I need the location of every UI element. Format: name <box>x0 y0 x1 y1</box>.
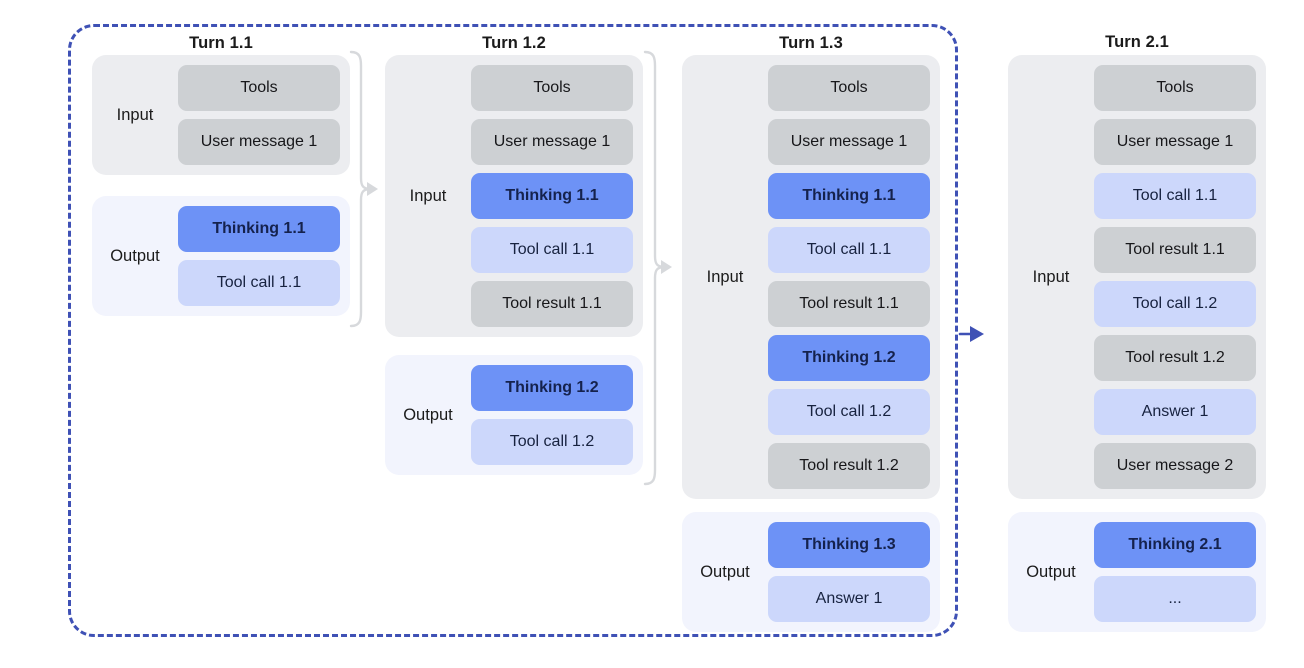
message-chip: Tools <box>1094 65 1256 111</box>
input-group-label: Input <box>1032 267 1070 286</box>
column-title: Turn 1.1 <box>189 34 253 52</box>
output-group: Output Thinking 2.1... <box>1008 512 1266 632</box>
input-group-label: Input <box>706 267 744 286</box>
message-chip: Thinking 1.1 <box>178 206 340 252</box>
message-chip: Tool call 1.2 <box>768 389 930 435</box>
message-chip: Tools <box>768 65 930 111</box>
message-chip: Tool call 1.2 <box>471 419 633 465</box>
message-chip: User message 2 <box>1094 443 1256 489</box>
message-chip: Tool call 1.1 <box>768 227 930 273</box>
column-title: Turn 1.2 <box>482 34 546 52</box>
message-chip: Thinking 1.2 <box>471 365 633 411</box>
output-group-label: Output <box>1026 562 1076 581</box>
message-chip: Tool result 1.2 <box>1094 335 1256 381</box>
message-chip: Tool call 1.1 <box>1094 173 1256 219</box>
message-chip: Tool result 1.2 <box>768 443 930 489</box>
column-title: Turn 2.1 <box>1105 33 1169 51</box>
output-group-label: Output <box>700 562 750 581</box>
column-title: Turn 1.3 <box>779 34 843 52</box>
message-chip: Answer 1 <box>768 576 930 622</box>
message-chip: ... <box>1094 576 1256 622</box>
message-chip: Thinking 1.1 <box>768 173 930 219</box>
output-group-label: Output <box>110 246 160 265</box>
output-group-label: Output <box>403 405 453 424</box>
message-chip: Thinking 1.3 <box>768 522 930 568</box>
message-chip: User message 1 <box>1094 119 1256 165</box>
message-chip: User message 1 <box>178 119 340 165</box>
brace-turn-1-1-to-1-2 <box>347 50 387 330</box>
input-group-label: Input <box>116 105 154 124</box>
arrow-turn-1-3-to-2-1 <box>958 322 994 346</box>
message-chip: Tool result 1.1 <box>1094 227 1256 273</box>
message-chip: Tool call 1.1 <box>178 260 340 306</box>
message-chip: User message 1 <box>768 119 930 165</box>
message-chip: Tool call 1.2 <box>1094 281 1256 327</box>
message-chip: Tools <box>178 65 340 111</box>
message-chip: User message 1 <box>471 119 633 165</box>
message-chip: Tool result 1.1 <box>471 281 633 327</box>
message-chip: Tool result 1.1 <box>768 281 930 327</box>
input-group-label: Input <box>409 186 447 205</box>
turn-1-grouping-region <box>68 24 958 637</box>
message-chip: Tools <box>471 65 633 111</box>
message-chip: Thinking 2.1 <box>1094 522 1256 568</box>
brace-turn-1-2-to-1-3 <box>641 50 681 490</box>
message-chip: Tool call 1.1 <box>471 227 633 273</box>
message-chip: Thinking 1.1 <box>471 173 633 219</box>
message-chip: Answer 1 <box>1094 389 1256 435</box>
output-chip-list: Thinking 2.1... <box>1094 512 1266 632</box>
message-chip: Thinking 1.2 <box>768 335 930 381</box>
